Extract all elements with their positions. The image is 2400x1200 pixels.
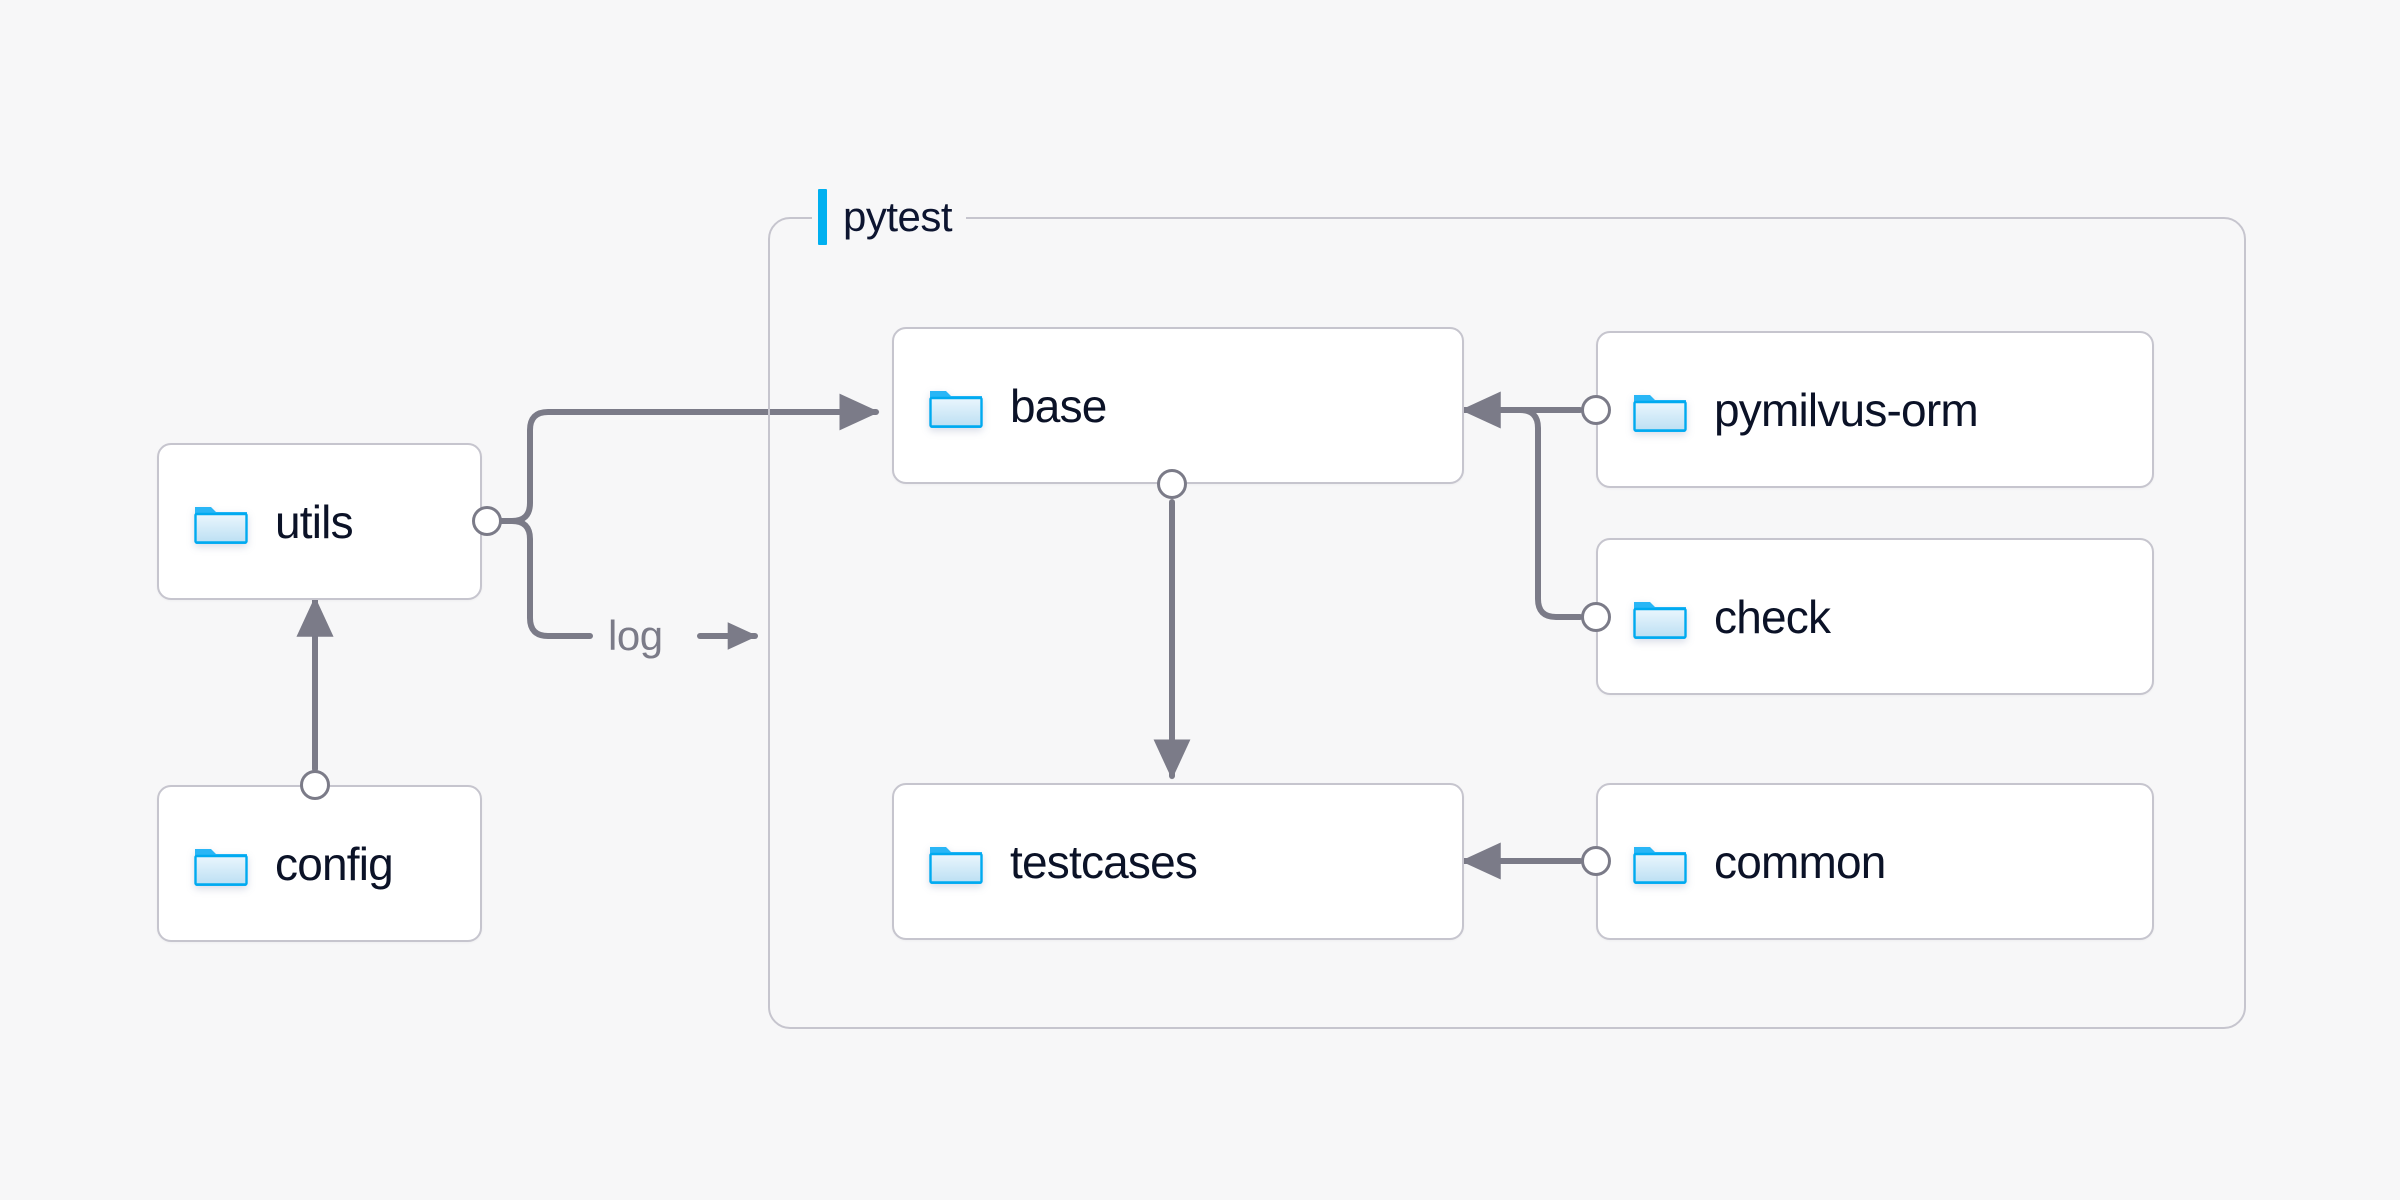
node-testcases[interactable]: testcases bbox=[892, 783, 1464, 940]
node-label: check bbox=[1714, 590, 1831, 643]
edge-utils-to-log bbox=[509, 518, 593, 639]
folder-icon bbox=[1633, 846, 1687, 884]
node-label: pymilvus-orm bbox=[1714, 383, 1979, 436]
node-label: base bbox=[1010, 379, 1107, 432]
port-base-bottom[interactable] bbox=[1157, 469, 1187, 499]
node-check[interactable]: check bbox=[1596, 538, 2154, 695]
port-config-top[interactable] bbox=[300, 770, 330, 800]
group-title-text: pytest bbox=[843, 193, 953, 240]
node-label: utils bbox=[275, 495, 354, 548]
node-label: config bbox=[275, 837, 394, 890]
node-utils[interactable]: utils bbox=[157, 443, 482, 600]
node-label: common bbox=[1714, 835, 1886, 888]
folder-icon bbox=[1633, 601, 1687, 639]
edge-label-log: log bbox=[608, 612, 663, 659]
folder-icon bbox=[929, 846, 983, 884]
folder-icon bbox=[1633, 394, 1687, 432]
node-config[interactable]: config bbox=[157, 785, 482, 942]
port-pymilvus-orm-left[interactable] bbox=[1581, 395, 1611, 425]
folder-icon bbox=[194, 506, 248, 544]
node-common[interactable]: common bbox=[1596, 783, 2154, 940]
port-utils-right[interactable] bbox=[472, 506, 502, 536]
folder-icon bbox=[194, 848, 248, 886]
group-accent-bar bbox=[818, 189, 827, 245]
node-label: testcases bbox=[1010, 835, 1198, 888]
pytest-group-label[interactable]: pytest bbox=[812, 188, 967, 246]
node-base[interactable]: base bbox=[892, 327, 1464, 484]
port-common-left[interactable] bbox=[1581, 846, 1611, 876]
pytest-group-container[interactable] bbox=[768, 217, 2246, 1029]
folder-icon bbox=[929, 390, 983, 428]
node-pymilvus-orm[interactable]: pymilvus-orm bbox=[1596, 331, 2154, 488]
port-check-left[interactable] bbox=[1581, 602, 1611, 632]
